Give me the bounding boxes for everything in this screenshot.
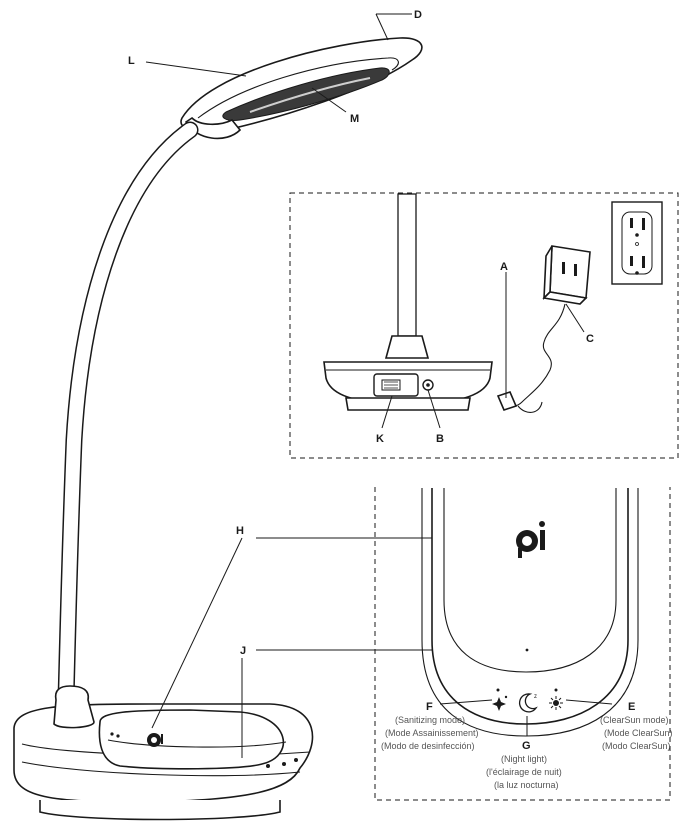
qi-logo bbox=[516, 521, 545, 558]
label-H: H bbox=[236, 525, 244, 537]
label-B: B bbox=[436, 433, 444, 445]
label-K: K bbox=[376, 433, 384, 445]
caption-G-fr: (l'éclairage de nuit) bbox=[486, 767, 562, 777]
label-M: M bbox=[350, 113, 359, 125]
svg-text:z: z bbox=[534, 694, 537, 700]
caption-E-es: (Modo ClearSun) bbox=[602, 741, 671, 751]
power-adapter bbox=[496, 245, 591, 413]
label-A: A bbox=[500, 261, 508, 273]
label-J: J bbox=[240, 645, 246, 657]
label-D: D bbox=[414, 9, 422, 21]
inset-rear-power: A C K B bbox=[289, 192, 679, 459]
qi-logo-small bbox=[147, 733, 163, 747]
moon-icon[interactable]: z bbox=[519, 693, 538, 713]
lamp-base bbox=[13, 685, 314, 821]
label-F: F bbox=[426, 701, 433, 713]
gooseneck-arm bbox=[57, 121, 199, 709]
sparkle-icon[interactable] bbox=[492, 695, 508, 711]
label-L: L bbox=[128, 55, 135, 67]
caption-G-es: (la luz nocturna) bbox=[494, 780, 559, 790]
caption-G-en: (Night light) bbox=[501, 754, 547, 764]
lamp-illustration bbox=[13, 37, 423, 821]
caption-F-es: (Modo de desinfección) bbox=[381, 741, 475, 751]
lamp-head bbox=[180, 37, 423, 140]
label-E: E bbox=[628, 701, 635, 713]
caption-E-en: (ClearSun mode) bbox=[600, 715, 669, 725]
caption-F-en: (Sanitizing mode) bbox=[395, 715, 465, 725]
sun-icon[interactable] bbox=[549, 696, 563, 710]
wall-outlet bbox=[611, 201, 663, 285]
rear-base-view bbox=[323, 193, 493, 411]
label-G: G bbox=[522, 740, 531, 752]
inset-control-panel: z F E G (Sanitizing mode) (Mode Assainis… bbox=[374, 487, 673, 801]
label-C: C bbox=[586, 333, 594, 345]
caption-E-fr: (Mode ClearSun) bbox=[604, 728, 673, 738]
caption-F-fr: (Mode Assainissement) bbox=[385, 728, 479, 738]
